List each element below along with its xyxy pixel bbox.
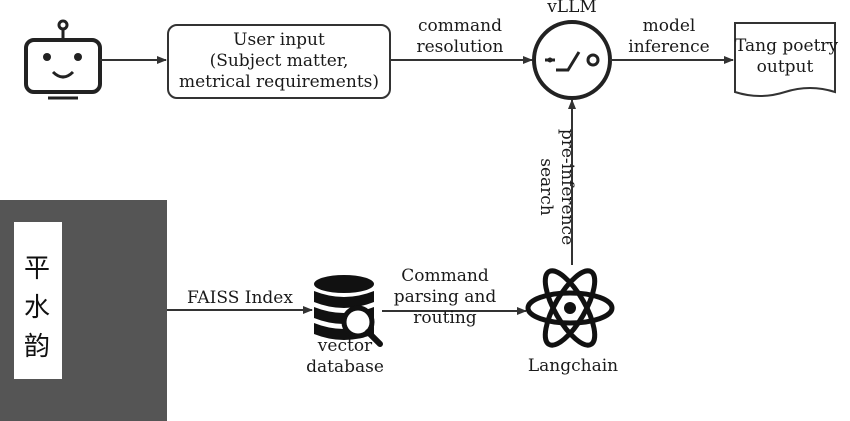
model-inference-label: model inference <box>628 16 710 57</box>
faiss-index-label: FAISS Index <box>187 288 293 308</box>
langchain-label: Langchain <box>527 356 619 376</box>
vllm-switch-icon <box>532 20 612 100</box>
pre-inference-search-label: pre-inference search <box>536 128 577 246</box>
command-parsing-label: Command parsing and routing <box>393 266 497 328</box>
book-char-2: 水 <box>24 293 51 323</box>
database-search-icon <box>314 275 383 347</box>
vector-database-label: vector database <box>306 336 384 377</box>
command-resolution-label: command resolution <box>416 16 504 57</box>
user-input-label: User input (Subject matter, metrical req… <box>178 30 380 92</box>
book-cover-icon <box>0 200 167 421</box>
document-icon <box>734 22 836 97</box>
book-char-3: 韵 <box>24 332 51 362</box>
tang-output-label: Tang poetry output <box>735 36 839 77</box>
book-char-1: 平 <box>24 254 51 284</box>
user-input-box <box>167 24 391 99</box>
robot-icon <box>24 19 102 100</box>
vllm-label: vLLM <box>547 0 597 17</box>
atom-icon <box>525 268 615 348</box>
